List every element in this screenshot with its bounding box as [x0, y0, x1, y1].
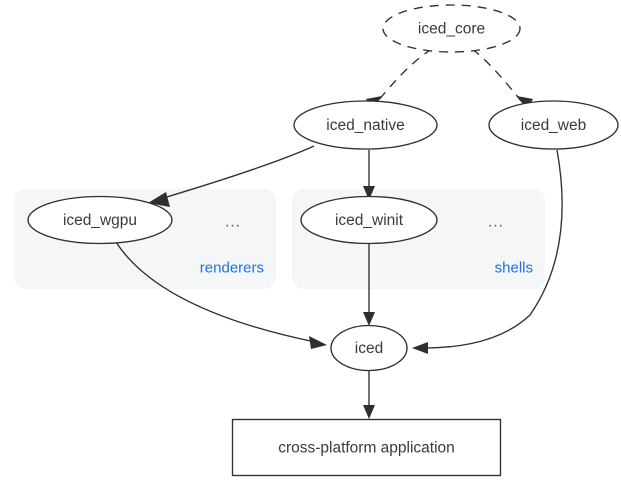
- cluster-shells-ellipsis: ...: [488, 214, 504, 231]
- node-iced-winit-label: iced_winit: [335, 212, 404, 229]
- node-iced-core-shape: [382, 4, 521, 53]
- node-iced-core[interactable]: iced_core: [382, 4, 521, 53]
- node-iced-native-label: iced_native: [326, 117, 404, 134]
- node-application[interactable]: cross-platform application: [231, 418, 502, 477]
- cluster-shells-label: shells: [495, 260, 533, 277]
- node-iced-web-shape: [488, 100, 619, 150]
- edge-iced-native-to-iced-wgpu: [159, 145, 315, 200]
- arrowhead-iced-native-to-iced-wgpu: [148, 192, 170, 207]
- arrowhead-iced-wgpu-to-iced: [309, 336, 327, 349]
- edge-iced-core-to-iced-web: [471, 48, 522, 102]
- node-iced-core-label: iced_core: [418, 21, 485, 38]
- arrowhead-iced-web-to-iced: [412, 342, 428, 354]
- node-application-shape: [231, 418, 502, 477]
- arrowhead-iced-to-application: [363, 405, 375, 419]
- edge-iced-web-to-iced: [423, 149, 563, 349]
- node-iced-wgpu[interactable]: iced_wgpu: [27, 195, 173, 245]
- node-iced-winit-shape: [300, 195, 438, 245]
- node-iced-wgpu-shape: [27, 195, 173, 245]
- cluster-renderers-label: renderers: [200, 260, 264, 277]
- node-iced-winit[interactable]: iced_winit: [300, 195, 438, 245]
- node-iced-web[interactable]: iced_web: [488, 100, 619, 150]
- cluster-renderers-ellipsis: ...: [225, 214, 241, 231]
- node-iced-label: iced: [355, 340, 383, 357]
- node-iced-shape: [330, 324, 408, 372]
- edge-iced-wgpu-to-iced: [115, 241, 316, 343]
- node-iced-wgpu-label: iced_wgpu: [63, 212, 137, 229]
- node-iced[interactable]: iced: [330, 324, 408, 372]
- node-iced-native-shape: [293, 100, 438, 150]
- node-iced-web-label: iced_web: [521, 117, 587, 134]
- node-application-label: cross-platform application: [278, 440, 455, 457]
- node-iced-native[interactable]: iced_native: [293, 100, 438, 150]
- edge-iced-core-to-iced-native: [377, 48, 433, 102]
- arrowhead-iced-native-to-iced-winit: [363, 186, 375, 200]
- arrowhead-iced-winit-to-iced: [363, 312, 375, 326]
